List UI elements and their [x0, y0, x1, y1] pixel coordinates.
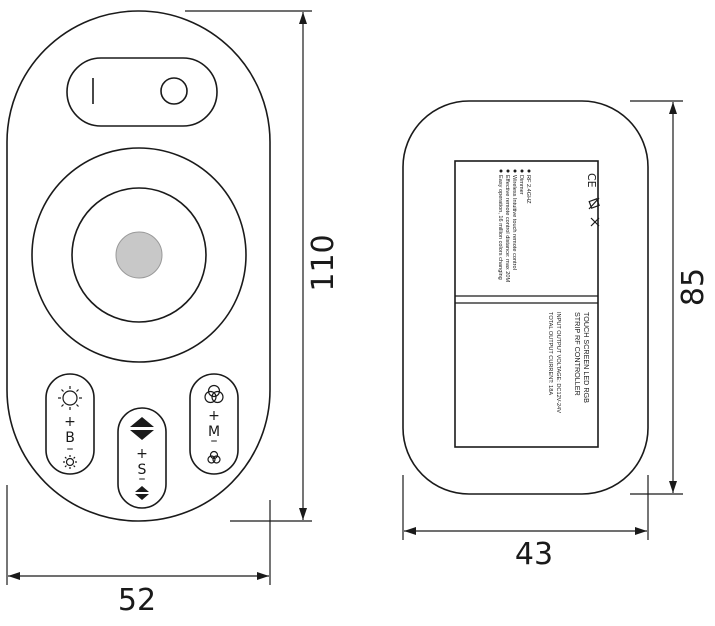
back-width-label: 43	[515, 537, 553, 572]
label-bullets: RF 2.4GHZ Dimmer Wireless Intuitive touc…	[497, 169, 531, 282]
small-rgb-circles-icon	[207, 450, 221, 464]
label-spec-line-1: INPUT OUTPUT VOLTAGE: DC12V-24V	[555, 312, 561, 413]
front-width-label: 52	[118, 583, 156, 618]
front-width-dimension: 52	[6, 485, 271, 618]
front-height-label: 110	[306, 234, 341, 291]
small-sun-icon	[63, 455, 77, 469]
speed-letter: S	[138, 462, 147, 478]
back-view: CE RF 2.4GHZ Dimmer Wirele	[402, 100, 711, 572]
power-off-icon	[160, 77, 188, 105]
back-body-outline	[402, 100, 649, 495]
speed-up-icon	[130, 417, 154, 440]
brightness-plus: +	[64, 414, 76, 430]
touch-wheel-outer-ring	[31, 147, 247, 363]
rgb-circles-icon	[204, 384, 224, 404]
front-view: + B –	[6, 10, 341, 618]
touch-wheel-inner-ring	[71, 187, 207, 323]
recycle-bin-icon	[588, 197, 600, 210]
mode-button[interactable]: + M –	[189, 373, 239, 475]
brightness-letter: B	[65, 430, 75, 446]
touch-wheel[interactable]	[31, 147, 247, 363]
label-title-line-2: STRIP RF CONTROLLER	[573, 312, 582, 396]
brightness-button-outline	[45, 373, 95, 475]
brightness-button[interactable]: + B –	[45, 373, 95, 475]
speed-plus: +	[136, 446, 148, 462]
product-label: CE RF 2.4GHZ Dimmer Wirele	[454, 160, 600, 448]
brightness-minus: –	[67, 441, 74, 457]
power-switch-housing	[66, 57, 218, 127]
speed-button[interactable]: + S –	[117, 407, 167, 509]
label-lower-panel: TOUCH SCREEN LED RGB STRIP RF CONTROLLER…	[547, 312, 591, 413]
speed-minus: –	[139, 471, 146, 487]
label-outline	[454, 160, 599, 448]
bullet-5: Easy operation, 16 million colors changi…	[497, 175, 503, 280]
label-spec-line-2: TOTAL OUTPUT CURRENT: 18A	[547, 312, 553, 395]
mode-button-outline	[189, 373, 239, 475]
mode-letter: M	[208, 424, 220, 440]
speed-down-icon	[135, 486, 149, 500]
sun-icon	[58, 386, 82, 410]
center-button[interactable]	[115, 231, 163, 279]
cross-icon	[590, 217, 600, 227]
front-body-outline	[6, 10, 271, 522]
back-width-dimension: 43	[402, 475, 649, 572]
label-upper-panel: CE RF 2.4GHZ Dimmer Wirele	[497, 169, 600, 282]
bullet-3: Wireless Intuitive touch remote control	[511, 175, 517, 270]
mode-minus: –	[211, 433, 218, 449]
front-height-dimension: 110	[185, 10, 341, 522]
power-switch[interactable]	[66, 57, 218, 127]
bullet-4: Effective remote control distance: max 2…	[504, 175, 510, 282]
back-height-dimension: 85	[630, 100, 711, 495]
back-height-label: 85	[676, 268, 711, 306]
bullet-1: RF 2.4GHZ	[525, 175, 531, 204]
mode-plus: +	[208, 408, 220, 424]
speed-button-outline	[117, 407, 167, 509]
bullet-2: Dimmer	[518, 175, 524, 195]
label-title-line-1: TOUCH SCREEN LED RGB	[582, 312, 591, 403]
ce-mark: CE	[585, 173, 598, 188]
